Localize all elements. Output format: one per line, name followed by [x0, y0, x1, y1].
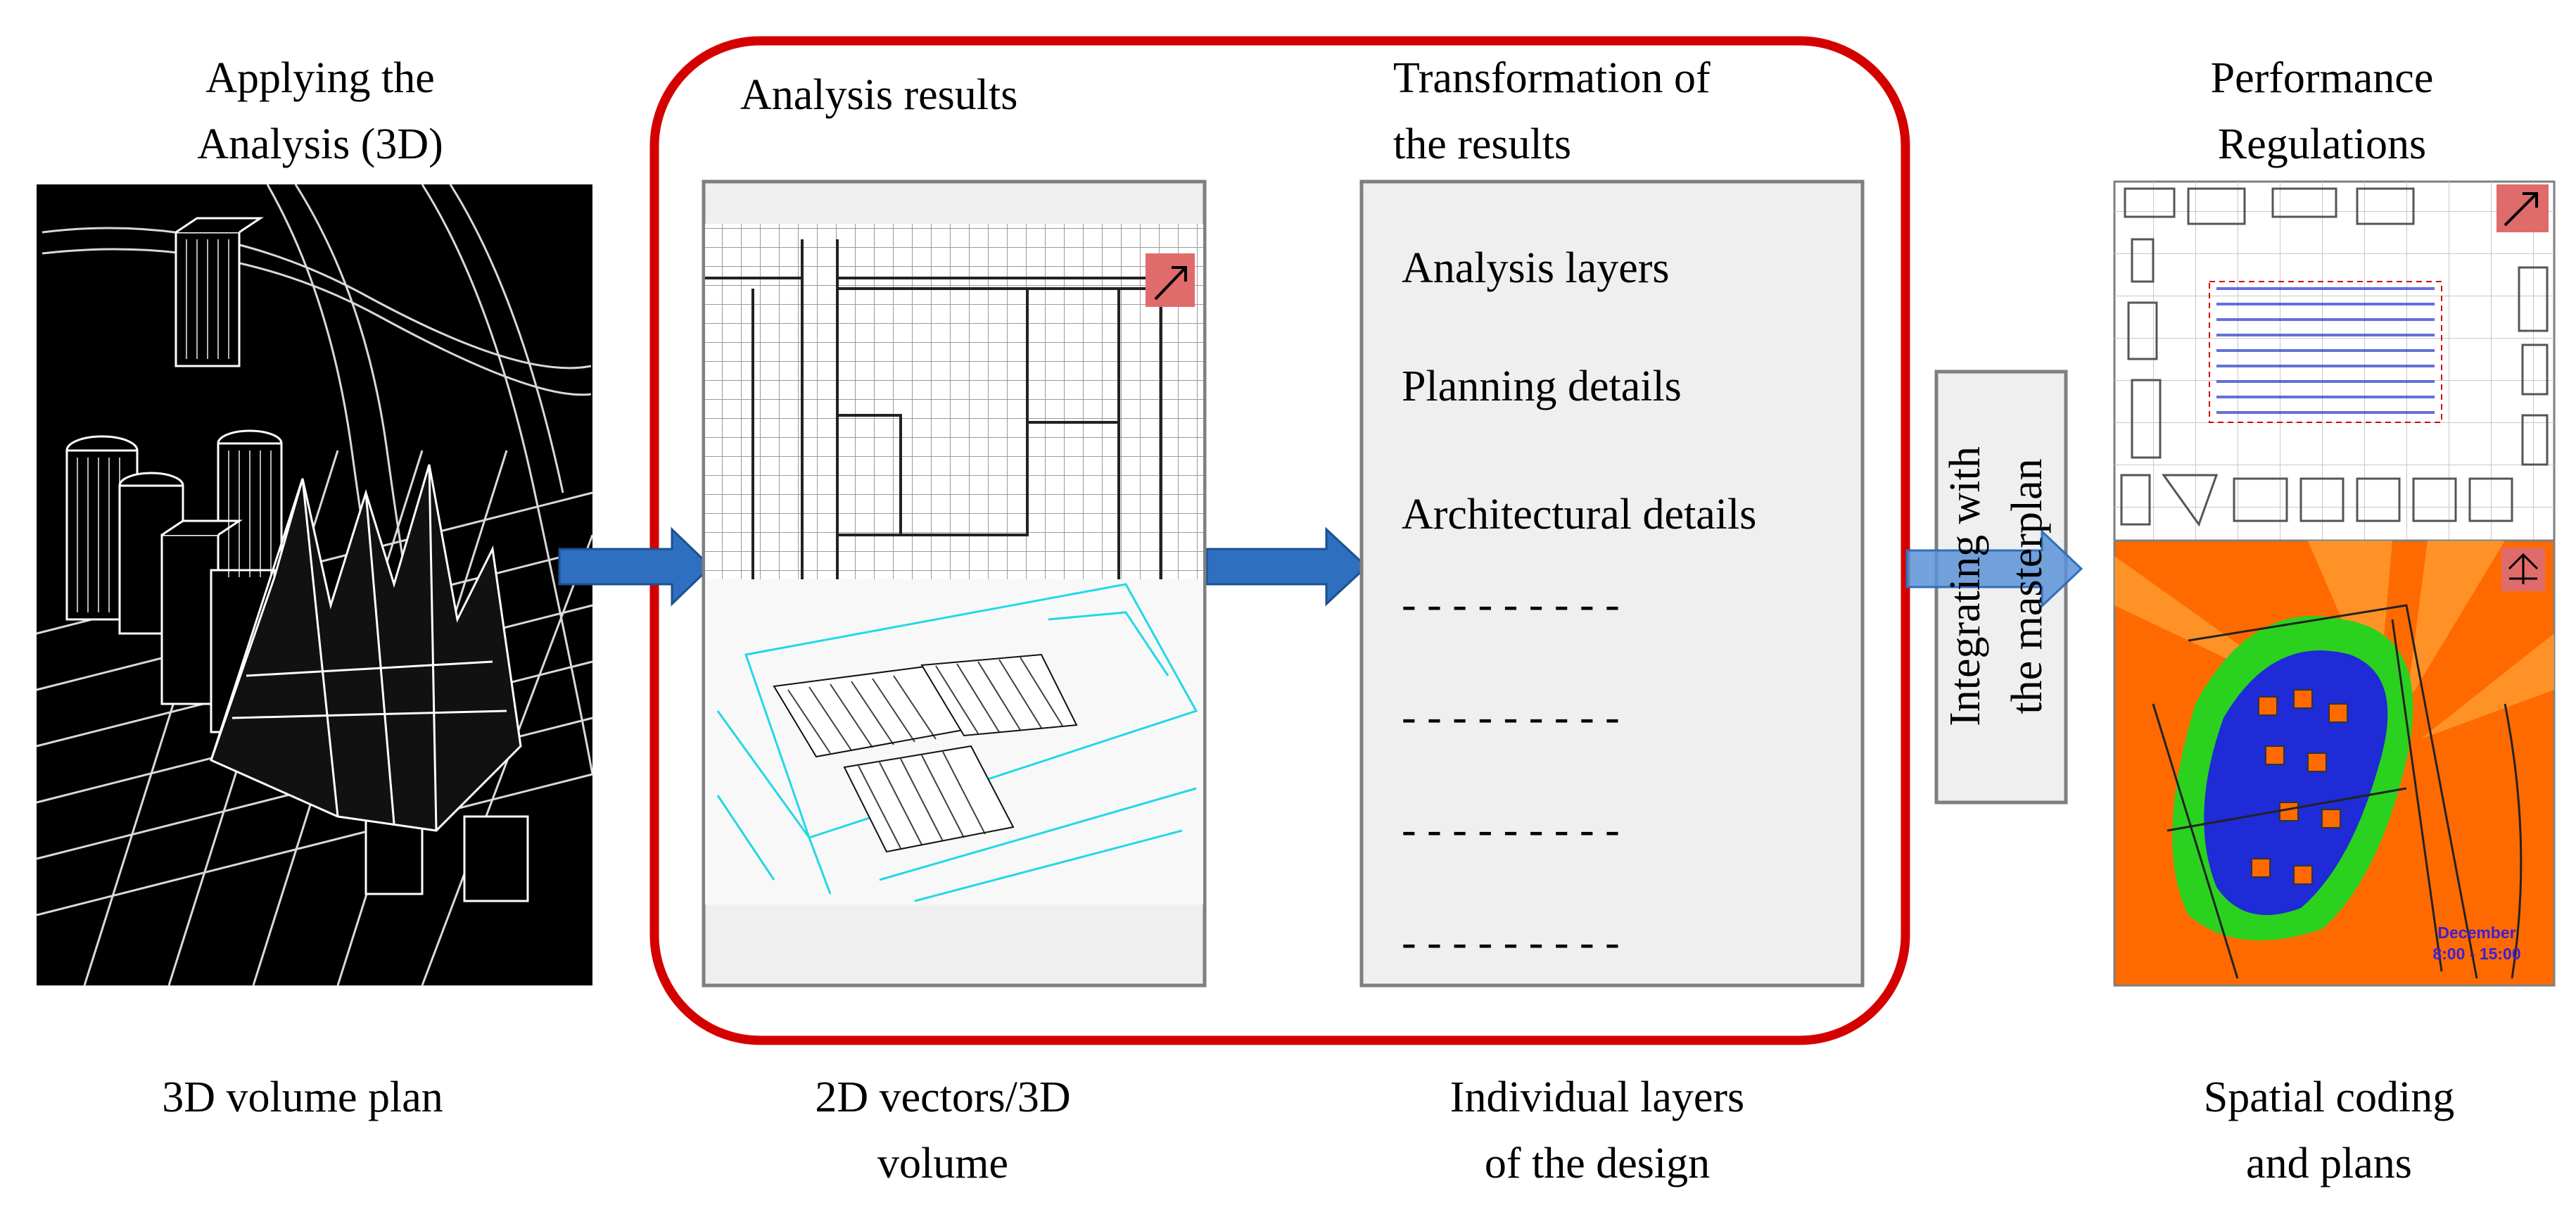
stage3-caption: Individual layers of the design	[1379, 1064, 1815, 1197]
stage3-placeholder-3: - - - - - - - - -	[1402, 806, 1620, 854]
arrow-3-icon	[1905, 529, 2083, 609]
stage3-placeholder-2: - - - - - - - - -	[1402, 693, 1620, 741]
map-time-label-line1: December	[2437, 924, 2516, 942]
map-time-label-line2: 8:00 - 15:00	[2432, 945, 2521, 963]
stage3-item-architectural-details: Architectural details	[1402, 491, 1757, 538]
stage3-caption-line1: Individual layers	[1449, 1073, 1745, 1121]
arrow-2-icon	[1205, 527, 1369, 607]
stage1-title-line1: Applying the	[205, 54, 435, 102]
stage2-caption-line1: 2D vectors/3D	[815, 1073, 1071, 1121]
analysis-results-panel	[702, 179, 1207, 988]
integrating-line2: the masterplan	[2003, 458, 2051, 714]
stage3-title-line2: the results	[1393, 120, 1572, 168]
performance-regulations-maps	[2113, 180, 2556, 987]
city-wireframe-image	[36, 184, 594, 986]
stage4-caption-line1: Spatial coding	[2203, 1073, 2455, 1121]
stage1-caption: 3D volume plan	[162, 1073, 443, 1121]
stage1-title: Applying the Analysis (3D)	[109, 45, 531, 177]
integrating-label: Integrating with the masterplan	[1934, 375, 2068, 798]
arrow-1-icon	[558, 527, 713, 607]
stage4-title: Performance Regulations	[2111, 45, 2533, 177]
transformation-panel	[1359, 179, 1865, 988]
stage3-title: Transformation of the results	[1393, 45, 1711, 177]
compass-icon-1	[1146, 253, 1195, 307]
stage3-placeholder-4: - - - - - - - - -	[1402, 919, 1620, 966]
stage4-title-line2: Regulations	[2217, 120, 2427, 168]
stage2-caption: 2D vectors/3D volume	[725, 1064, 1161, 1197]
stage4-caption-line2: and plans	[2246, 1140, 2412, 1187]
stage4-title-line1: Performance	[2210, 54, 2434, 102]
highlight-frame	[649, 36, 1910, 1045]
stage2-caption-line2: volume	[877, 1140, 1008, 1187]
stage1-title-line2: Analysis (3D)	[197, 120, 443, 168]
stage3-item-analysis-layers: Analysis layers	[1402, 244, 1670, 292]
stage3-caption-line2: of the design	[1484, 1140, 1711, 1187]
stage3-item-planning-details: Planning details	[1402, 363, 1682, 410]
stage2-title: Analysis results	[740, 71, 1018, 119]
integrating-line1: Integrating with	[1941, 446, 1989, 726]
stage4-caption: Spatial coding and plans	[2111, 1064, 2547, 1197]
map-time-label: December 8:00 - 15:00	[2406, 922, 2547, 964]
stage3-placeholder-1: - - - - - - - - -	[1402, 581, 1620, 629]
stage3-title-line1: Transformation of	[1393, 54, 1711, 102]
